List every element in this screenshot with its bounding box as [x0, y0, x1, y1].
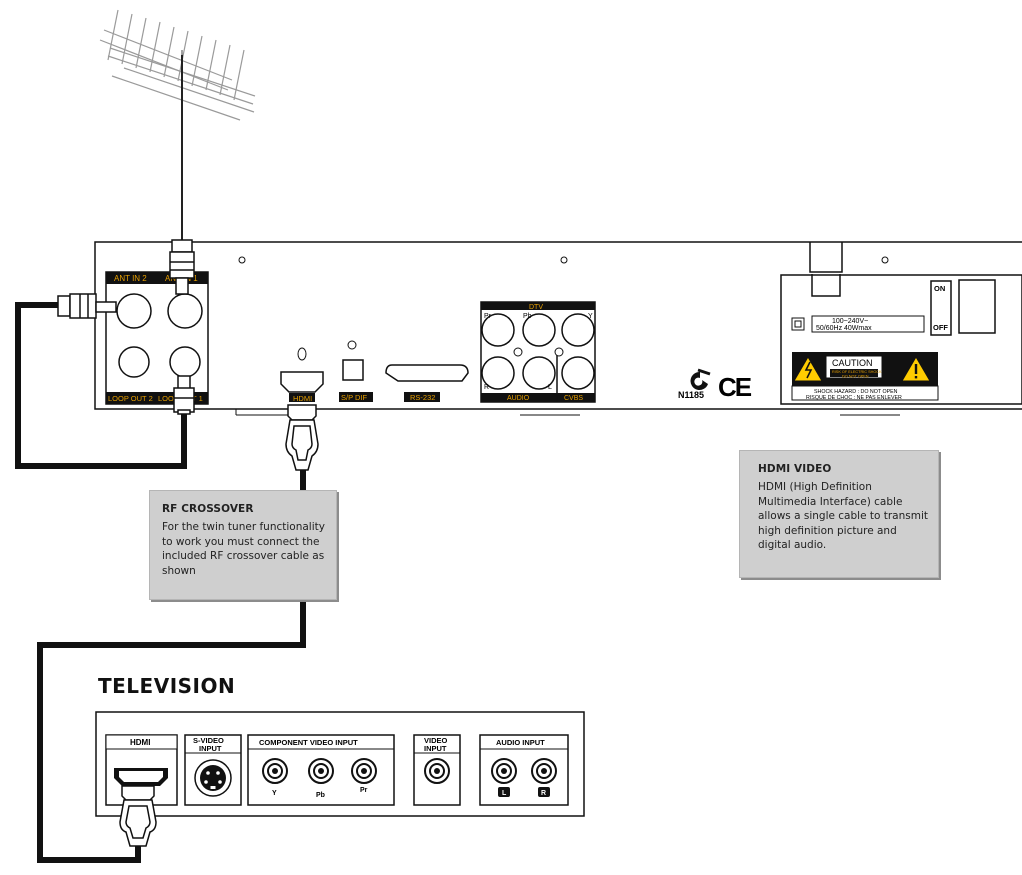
tv-audio-l: L	[502, 790, 507, 797]
hdmi-plug-icon	[285, 404, 319, 471]
rf-plug-icon	[173, 375, 195, 415]
antenna-port-block	[105, 271, 209, 405]
tv-svideo-label-2: INPUT	[199, 744, 222, 753]
dtv-port-block	[480, 301, 596, 403]
television-rear-panel	[95, 711, 585, 817]
spdif-label: S/P DIF	[341, 393, 368, 402]
tv-component-label: COMPONENT VIDEO INPUT	[259, 738, 358, 747]
caution-sub-2: DO NOT OPEN	[842, 375, 869, 379]
shock-hazard-en: SHOCK HAZARD : DO NOT OPEN	[814, 389, 898, 395]
dtv-pr-label: Pr	[484, 313, 492, 320]
receiver-hdmi-port	[280, 347, 324, 402]
audio-r-label: R	[484, 384, 489, 391]
rf-crossover-cable	[15, 302, 187, 469]
tv-audio-r: R	[541, 790, 546, 797]
loop-out-2-label: LOOP OUT 2	[108, 394, 153, 403]
tv-audio-label: AUDIO INPUT	[496, 738, 545, 747]
tv-hdmi-label: HDMI	[130, 738, 150, 747]
caution-sub-1: RISK OF ELECTRIC SHOCK	[832, 370, 882, 374]
tv-component-pr: Pr	[360, 787, 368, 794]
dtv-label: DTV	[529, 304, 543, 311]
warning-triangle-icon	[901, 356, 931, 382]
antenna-icon	[99, 9, 256, 121]
tv-svideo-label-1: S-VIDEO	[193, 736, 224, 745]
rs232-port	[385, 364, 469, 402]
spdif-port	[339, 340, 373, 402]
hdmi-plug-icon	[119, 785, 157, 847]
power-rating-line-2: 50/60Hz 40Wmax	[816, 325, 872, 332]
television-title: TELEVISION	[98, 674, 236, 698]
hdmi-video-title: HDMI VIDEO	[758, 463, 832, 475]
rf-plug-icon	[57, 293, 117, 319]
ant-in-2-label: ANT IN 2	[114, 274, 147, 283]
certification-mark-icon	[690, 368, 711, 390]
hdmi-video-body: HDMI (High Definition Multimedia Interfa…	[758, 481, 929, 551]
cert-code-label: N1185	[678, 390, 704, 400]
hdmi-port-label: HDMI	[293, 394, 312, 403]
power-off-label: OFF	[933, 323, 948, 332]
hdmi-video-note: HDMI VIDEO HDMI (High Definition Multime…	[739, 450, 939, 578]
tv-video-label-1: VIDEO	[424, 736, 448, 745]
rf-crossover-title: RF CROSSOVER	[162, 503, 254, 515]
rf-plug-icon	[169, 239, 195, 295]
cvbs-label: CVBS	[564, 395, 583, 402]
power-on-label: ON	[934, 284, 945, 293]
rs232-label: RS-232	[410, 393, 435, 402]
caution-label: CAUTION	[832, 358, 873, 368]
tv-component-y: Y	[272, 790, 277, 797]
audio-l-label: L	[548, 384, 552, 391]
warning-triangle-icon	[793, 356, 823, 382]
ce-mark: CE	[718, 372, 752, 402]
rf-crossover-note: RF CROSSOVER For the twin tuner function…	[149, 490, 337, 600]
tv-video-label-2: INPUT	[424, 744, 447, 753]
rf-crossover-body: For the twin tuner functionality to work…	[162, 521, 325, 577]
audio-label: AUDIO	[507, 395, 530, 402]
dtv-pb-label: Pb	[523, 313, 532, 320]
tv-component-pb: Pb	[316, 792, 325, 799]
dtv-y-label: Y	[588, 313, 593, 320]
shock-hazard-fr: RISQUE DE CHOC : NE PAS ENLEVER	[806, 395, 902, 401]
hdmi-cable	[37, 470, 306, 863]
power-rating-line-1: 100~240V~	[832, 318, 868, 325]
